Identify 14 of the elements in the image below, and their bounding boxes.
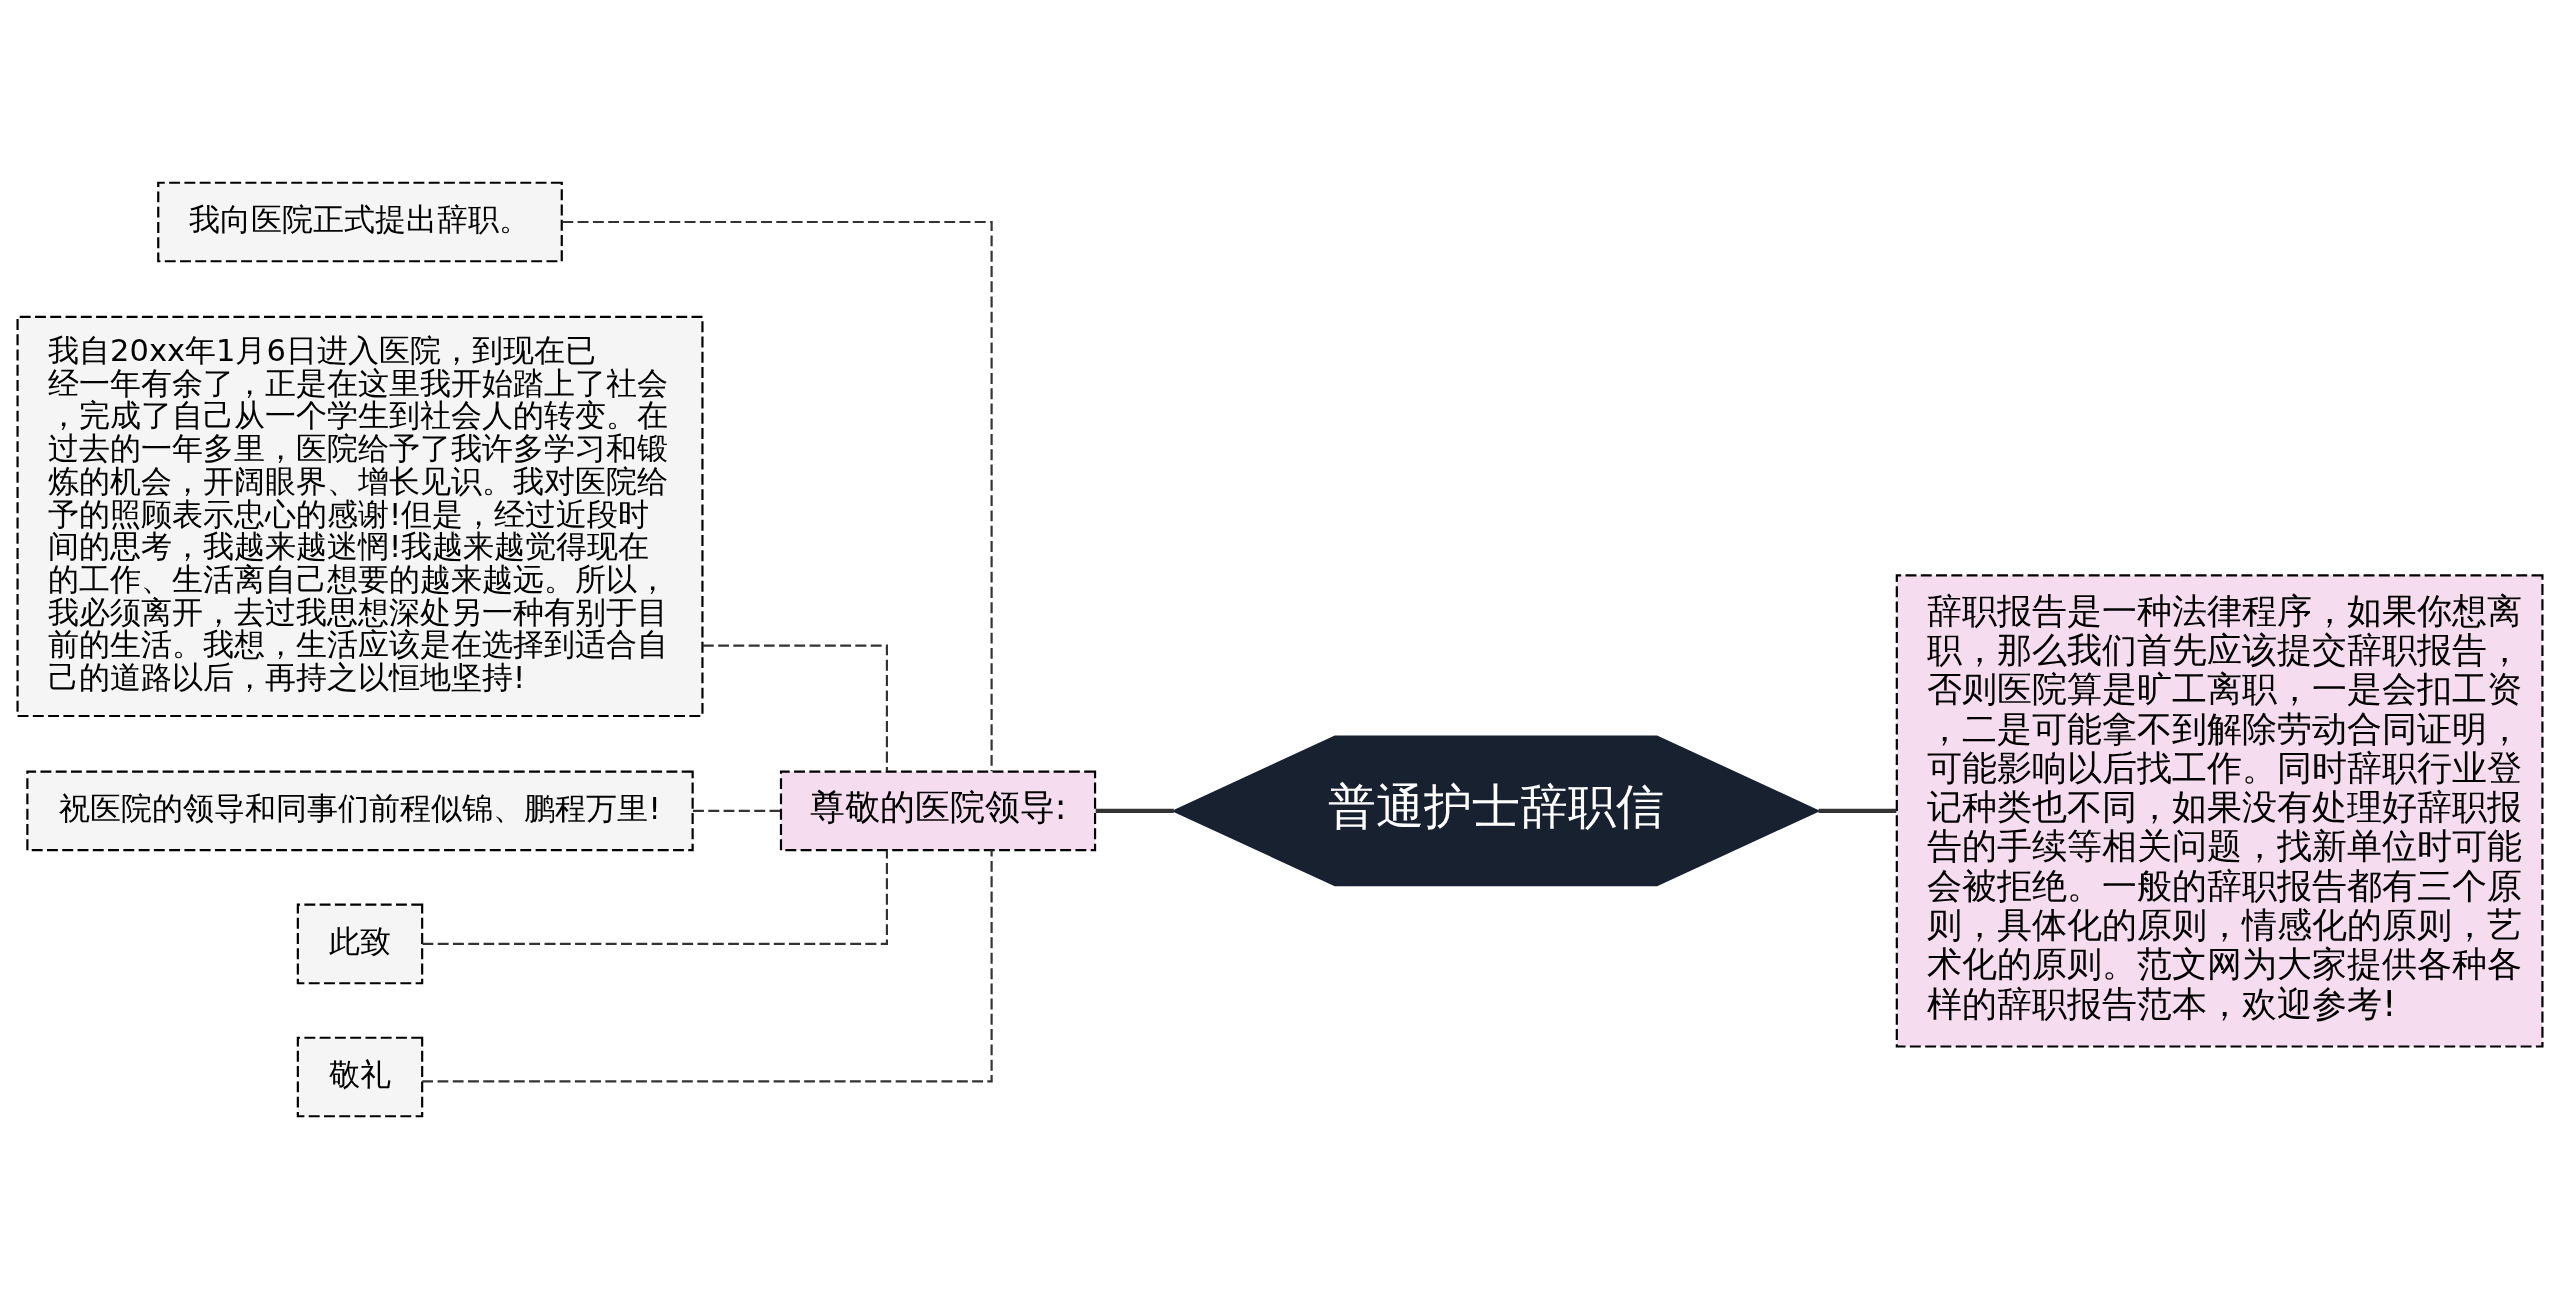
connector bbox=[702, 644, 888, 771]
node-box: 尊敬的医院领导: bbox=[779, 770, 1097, 851]
connector bbox=[1095, 808, 1174, 813]
connector bbox=[422, 850, 888, 945]
connector bbox=[692, 809, 781, 812]
node-box: 祝医院的领导和同事们前程似锦、鹏程万里! bbox=[26, 770, 694, 851]
node-box: 我自20xx年1月6日进入医院，到现在已经一年有余了，正是在这里我开始踏上了社会，完成了自己从一个学生到社会人的转变。在过去的一年多里，医院给予了我许多学习和锻炼的机会，开阔眼界、增长见识。我对医院给予的照顾表示忠心的感谢!但是，经过近段时间的思考，我越来越迷惘!我越来越觉得现在的工作、生活离自己想要的越来越远。所以，我必须离开，去过我思想深处另一种有别于目前的生活。我想，生活应该是在选择到适合自己的道路以后，再持之以恒地坚持! bbox=[16, 315, 704, 717]
node-box: 我向医院正式提出辞职。 bbox=[157, 181, 563, 262]
connector bbox=[562, 220, 993, 771]
connector bbox=[1818, 808, 1897, 813]
node-box: 辞职报告是一种法律程序，如果你想离职，那么我们首先应该提交辞职报告，否则医院算是旷工离职，一是会扣工资，二是可能拿不到解除劳动合同证明，可能影响以后找工作。同时辞职行业登记种类也不同，如果没有处理好辞职报告的手续等相关问题，找新单位时可能会被拒绝。一般的辞职报告都有三个原则，具体化的原则，情感化的原则，艺术化的原则。范文网为大家提供各种各样的辞职报告范本，欢迎参考! bbox=[1895, 573, 2544, 1048]
node-box: 此致 bbox=[296, 903, 424, 984]
node-box: 敬礼 bbox=[296, 1036, 424, 1117]
connector bbox=[422, 849, 993, 1082]
